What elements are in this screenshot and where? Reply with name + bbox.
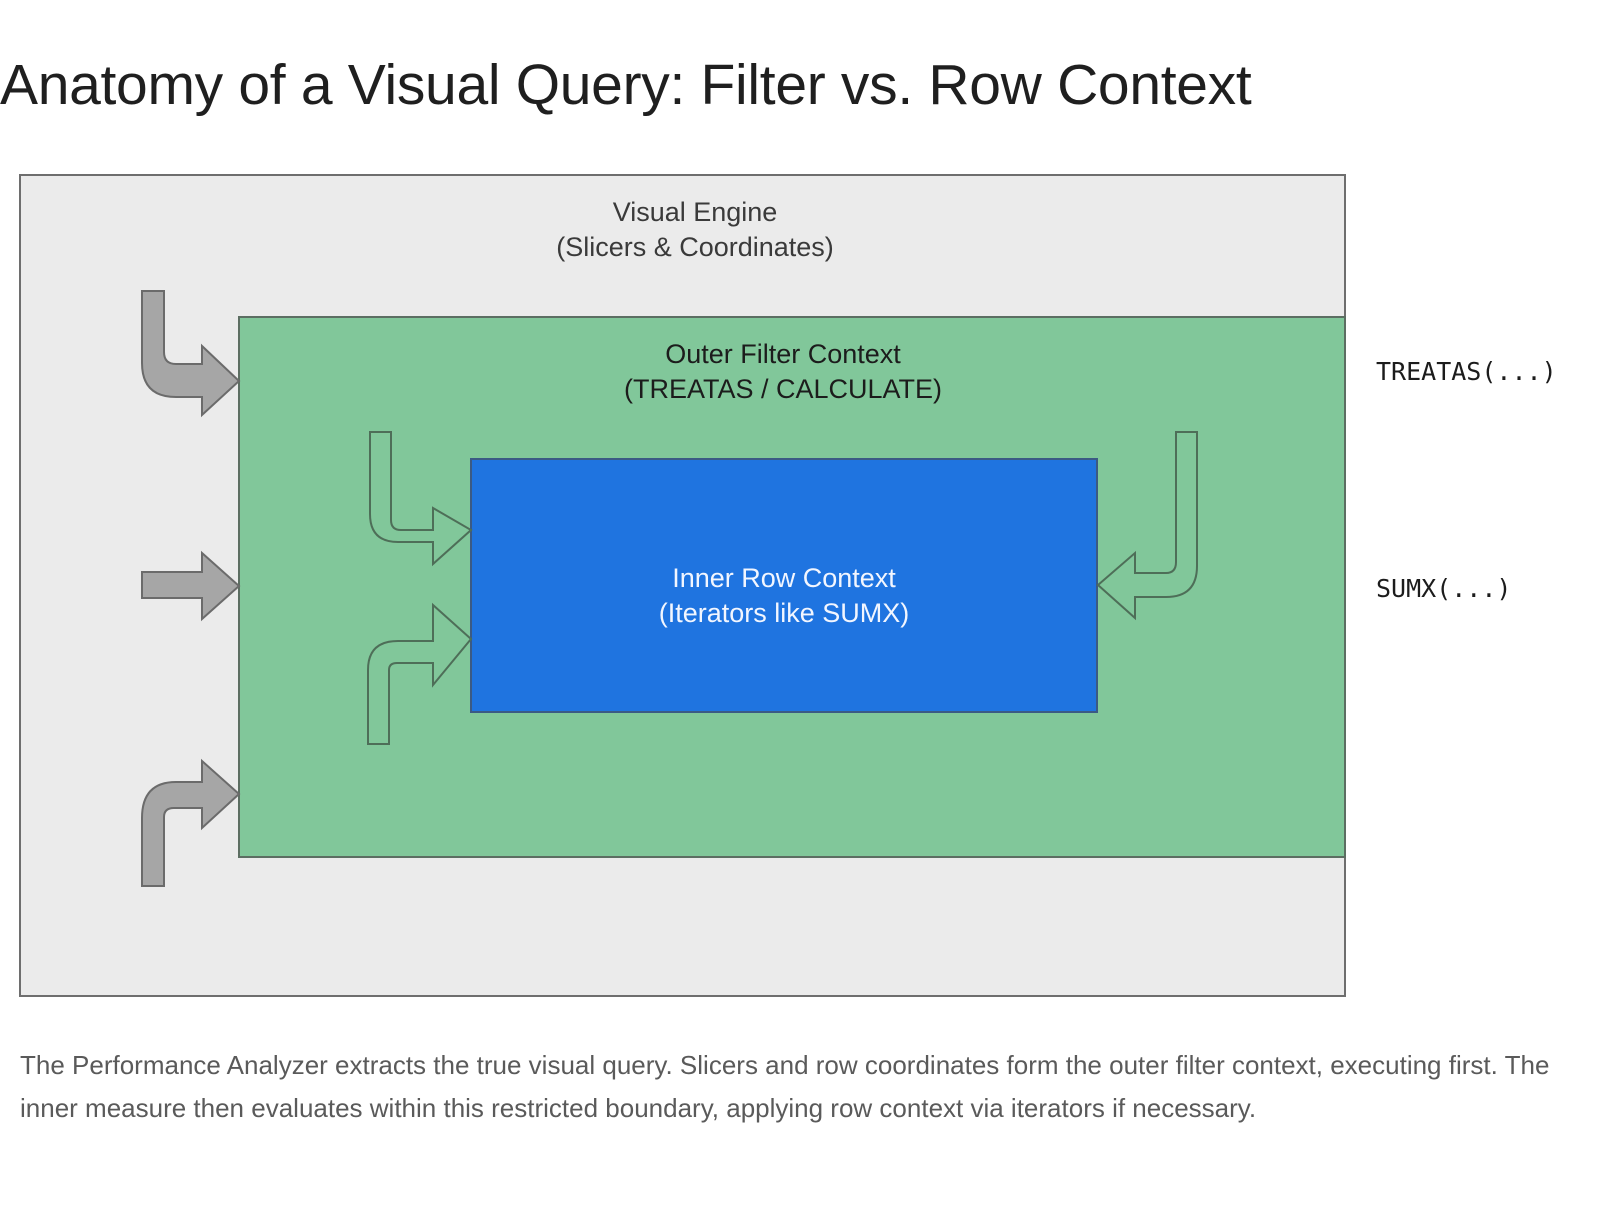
visual-engine-subtitle: (Slicers & Coordinates) [556, 232, 834, 262]
outline-arrow-down-right-icon [369, 431, 473, 567]
inner-row-context-title: Inner Row Context [672, 563, 896, 593]
sumx-label: SUMX(...) [1376, 574, 1511, 603]
bent-arrow-up-right-icon [141, 758, 241, 887]
outer-filter-context-subtitle: (TREATAS / CALCULATE) [624, 374, 942, 404]
inner-row-context-box [470, 458, 1098, 713]
outline-arrow-up-right-icon [367, 602, 473, 745]
treatas-label: TREATAS(...) [1376, 357, 1557, 386]
inner-row-context-subtitle: (Iterators like SUMX) [659, 598, 910, 628]
visual-engine-title: Visual Engine [613, 197, 778, 227]
outer-filter-context-title: Outer Filter Context [665, 339, 901, 369]
bent-arrow-down-right-icon [141, 290, 241, 418]
diagram-caption: The Performance Analyzer extracts the tr… [20, 1050, 1550, 1123]
context-diagram: Visual Engine (Slicers & Coordinates) Ou… [19, 174, 1557, 997]
page-title: Anatomy of a Visual Query: Filter vs. Ro… [0, 53, 1252, 117]
straight-arrow-right-icon [141, 550, 241, 622]
outline-arrow-down-left-icon [1096, 431, 1198, 621]
